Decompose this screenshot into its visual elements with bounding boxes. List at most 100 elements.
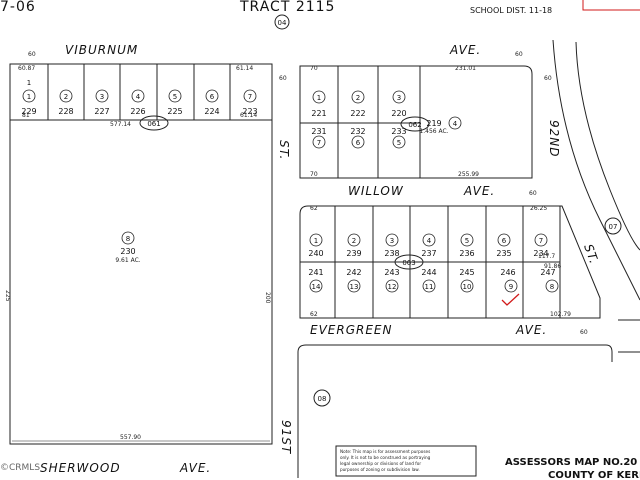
circle-07 — [604, 217, 622, 235]
county-label: COUNTY OF KERN — [548, 470, 640, 480]
tract-label: TRACT 2115 — [239, 0, 335, 15]
tract-circle — [274, 14, 290, 30]
corner-box — [582, 0, 640, 11]
lot-circle: 2 — [64, 93, 68, 101]
lot-circle: 3 — [100, 93, 104, 101]
dim-57714: 577.14 — [110, 121, 131, 128]
street-willow-ave: AVE. — [463, 184, 495, 198]
disclaimer-line: legal ownership or divisions of land for — [340, 461, 421, 466]
block-08-outline — [297, 344, 613, 478]
street-viburnum: VIBURNUM — [65, 43, 138, 57]
dim-70: 70 — [310, 65, 318, 72]
street-willow: WILLOW — [348, 184, 404, 198]
parcel-235: 235 — [496, 249, 511, 258]
lot-circle: 4 — [453, 120, 458, 128]
dim-70: 70 — [310, 171, 318, 178]
dim-9186: 91.86 — [544, 263, 561, 270]
lot-circle: 7 — [248, 93, 252, 101]
parcel-239: 239 — [346, 249, 361, 258]
parcel-229: 229 — [21, 107, 36, 116]
lot-circle: 12 — [388, 283, 397, 291]
lot-circle: 2 — [356, 94, 360, 102]
dim-6114: 61.14 — [240, 112, 257, 119]
dim-60: 60 — [544, 75, 552, 82]
parcel-219-acreage: 1.456 AC. — [419, 128, 448, 135]
lot-circle: 5 — [173, 93, 177, 101]
parcel-230: 230 — [120, 247, 135, 256]
lot-circle: 3 — [390, 237, 394, 245]
check-mark-icon — [501, 293, 520, 306]
dim-60: 60 — [28, 51, 36, 58]
lot-circle: 10 — [463, 283, 472, 291]
parcel-221: 221 — [311, 109, 326, 118]
dim-23101: 231.01 — [455, 65, 476, 72]
lot-circle: 4 — [427, 237, 432, 245]
disclaimer-line: purposes of zoning or subdivision law. — [340, 467, 420, 472]
lot-circle: 8 — [126, 235, 130, 243]
block-west-outline — [9, 63, 273, 445]
lot-circle: 2 — [352, 237, 356, 245]
lot-circle: 14 — [312, 283, 321, 291]
parcel-228: 228 — [58, 107, 73, 116]
parcel-242: 242 — [346, 268, 361, 277]
dim-6114: 61.14 — [236, 65, 253, 72]
block-062-label: 062 — [408, 121, 421, 129]
lot-circle: 5 — [465, 237, 469, 245]
lot-circle: 6 — [502, 237, 507, 245]
street-92nd-st: ST. — [581, 242, 601, 266]
lot-circle: 9 — [509, 283, 513, 291]
parcel-220: 220 — [391, 109, 406, 118]
dim-2625: 26.25 — [530, 205, 547, 212]
dim-10279: 102.79 — [550, 311, 571, 318]
lot-circle: 1 — [317, 94, 321, 102]
dim-200: 200 — [264, 292, 271, 304]
lot-circle: 4 — [136, 93, 141, 101]
disclaimer-box — [335, 445, 477, 477]
parcel-240: 240 — [308, 249, 323, 258]
dim-25599: 255.99 — [458, 171, 479, 178]
lot-circle: 8 — [550, 283, 554, 291]
lot-circle: 7 — [317, 139, 321, 147]
parcel-243: 243 — [384, 268, 399, 277]
parcel-230-acreage: 9.61 AC. — [115, 257, 140, 264]
dim-1177: 117.7 — [538, 253, 555, 260]
dim-60: 60 — [515, 51, 523, 58]
lot-circle: 5 — [397, 139, 401, 147]
parcel-231: 231 — [311, 127, 326, 136]
dim-60: 60 — [529, 190, 537, 197]
street-sherwood-ave: AVE. — [179, 461, 211, 475]
tract-circle-label: 04 — [278, 19, 287, 27]
school-district: SCHOOL DIST. 11-18 — [470, 6, 552, 15]
dim-60: 60 — [279, 75, 287, 82]
block-063-outline — [299, 205, 601, 319]
parcel-247: 247 — [540, 268, 555, 277]
parcel-223: 223 — [242, 107, 257, 116]
street-st: ST. — [277, 140, 291, 160]
lot-number: 1 — [27, 79, 31, 87]
parcel-226: 226 — [130, 107, 145, 116]
dim-60: 60 — [580, 329, 588, 336]
street-sherwood: SHERWOOD — [40, 461, 121, 475]
parcel-241: 241 — [308, 268, 323, 277]
lot-circle: 11 — [425, 283, 434, 291]
block-062-badge — [400, 116, 430, 132]
parcel-237: 237 — [421, 249, 436, 258]
lot-circle: 13 — [350, 283, 359, 291]
street-evergreen: EVERGREEN — [310, 323, 393, 337]
assessor-map-number: ASSESSORS MAP NO.20 — [505, 457, 637, 468]
lot-circle: 6 — [356, 139, 361, 147]
parcel-222: 222 — [350, 109, 365, 118]
block-061-badge — [139, 115, 169, 131]
circle-07-label: 07 — [609, 223, 618, 231]
watermark: ©CRMLS — [0, 463, 40, 473]
parcel-233: 233 — [391, 127, 406, 136]
lot-circle: 1 — [27, 93, 31, 101]
page-ref: 7-06 — [0, 0, 36, 15]
street-92nd: 92ND — [547, 120, 561, 158]
parcel-219: 219 — [426, 119, 441, 128]
disclaimer-line: only. It is not to be construed as portr… — [340, 455, 431, 460]
lot-circle: 1 — [314, 237, 318, 245]
circle-08-label: 08 — [318, 395, 327, 403]
dim-62: 62 — [310, 311, 318, 318]
